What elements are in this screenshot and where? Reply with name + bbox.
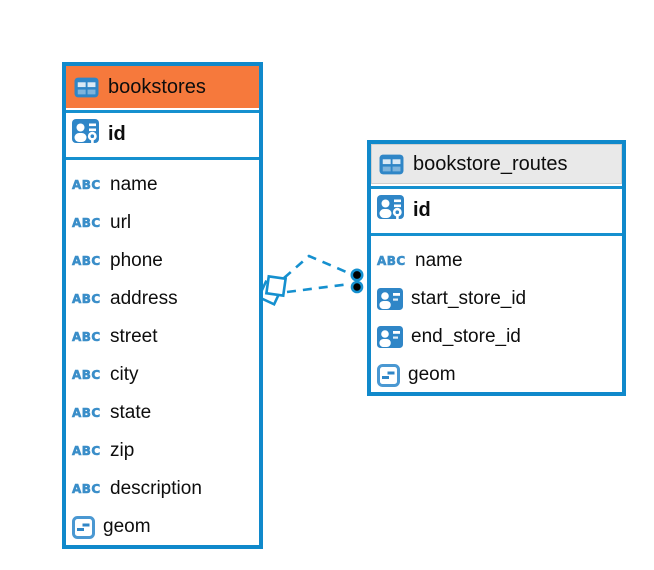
pk-divider [66, 157, 259, 160]
primary-key-icon [377, 195, 405, 225]
column-name: description [110, 478, 202, 499]
table-icon [74, 77, 99, 98]
primary-key-row[interactable]: id [66, 113, 259, 155]
column-name: name [415, 250, 463, 271]
relationship-target-dot-marker[interactable] [350, 268, 364, 294]
geometry-type-icon [377, 363, 400, 387]
relationship-line-start-store[interactable] [286, 282, 351, 294]
table-name: bookstores [108, 75, 206, 98]
reference-column-icon [377, 288, 403, 310]
column-name: city [110, 364, 139, 385]
column-name: zip [110, 440, 135, 461]
text-type-icon: ABC [377, 254, 406, 269]
column-row[interactable]: ABC city [66, 356, 259, 394]
reference-column-icon [377, 326, 403, 348]
primary-key-row[interactable]: id [371, 189, 622, 231]
column-row[interactable]: ABC name [66, 166, 259, 204]
entity-table-bookstores[interactable]: bookstores id ABC name ABC url ABC phone [62, 62, 263, 549]
table-name: bookstore_routes [413, 152, 568, 175]
column-row[interactable]: ABC address [66, 280, 259, 318]
text-type-icon: ABC [72, 330, 101, 345]
column-row[interactable]: ABC url [66, 204, 259, 242]
text-type-icon: ABC [72, 254, 101, 269]
column-row[interactable]: ABC state [66, 394, 259, 432]
column-name: end_store_id [411, 326, 521, 347]
column-row[interactable]: end_store_id [371, 318, 622, 356]
column-name: geom [103, 516, 151, 537]
column-name: id [108, 122, 126, 145]
column-name: phone [110, 250, 163, 271]
text-type-icon: ABC [72, 216, 101, 231]
relationship-line-end-store[interactable] [283, 254, 352, 279]
column-row[interactable]: ABC name [371, 242, 622, 280]
entity-table-bookstore-routes[interactable]: bookstore_routes id ABC name start_store… [367, 140, 626, 396]
text-type-icon: ABC [72, 406, 101, 421]
text-type-icon: ABC [72, 368, 101, 383]
table-header-bookstores[interactable]: bookstores [66, 66, 259, 108]
column-name: state [110, 402, 152, 423]
header-divider [371, 186, 622, 189]
column-list: ABC name start_store_id end_store_id ge [371, 236, 622, 394]
text-type-icon: ABC [72, 178, 101, 193]
text-type-icon: ABC [72, 482, 101, 497]
table-icon [379, 154, 404, 175]
column-row[interactable]: geom [371, 356, 622, 394]
column-row[interactable]: ABC street [66, 318, 259, 356]
table-header-bookstore-routes[interactable]: bookstore_routes [371, 144, 622, 184]
column-row[interactable]: geom [66, 508, 259, 546]
column-name: name [110, 174, 158, 195]
column-name: geom [408, 364, 456, 385]
column-list: ABC name ABC url ABC phone ABC address A… [66, 160, 259, 546]
primary-key-icon [72, 119, 100, 149]
column-row[interactable]: ABC phone [66, 242, 259, 280]
text-type-icon: ABC [72, 292, 101, 307]
geometry-type-icon [72, 515, 95, 539]
pk-divider [371, 233, 622, 236]
text-type-icon: ABC [72, 444, 101, 459]
column-name: id [413, 198, 431, 221]
column-name: street [110, 326, 158, 347]
column-name: url [110, 212, 132, 233]
column-row[interactable]: ABC zip [66, 432, 259, 470]
column-name: start_store_id [411, 288, 527, 309]
header-divider [66, 110, 259, 113]
column-name: address [110, 288, 178, 309]
column-row[interactable]: start_store_id [371, 280, 622, 318]
column-row[interactable]: ABC description [66, 470, 259, 508]
